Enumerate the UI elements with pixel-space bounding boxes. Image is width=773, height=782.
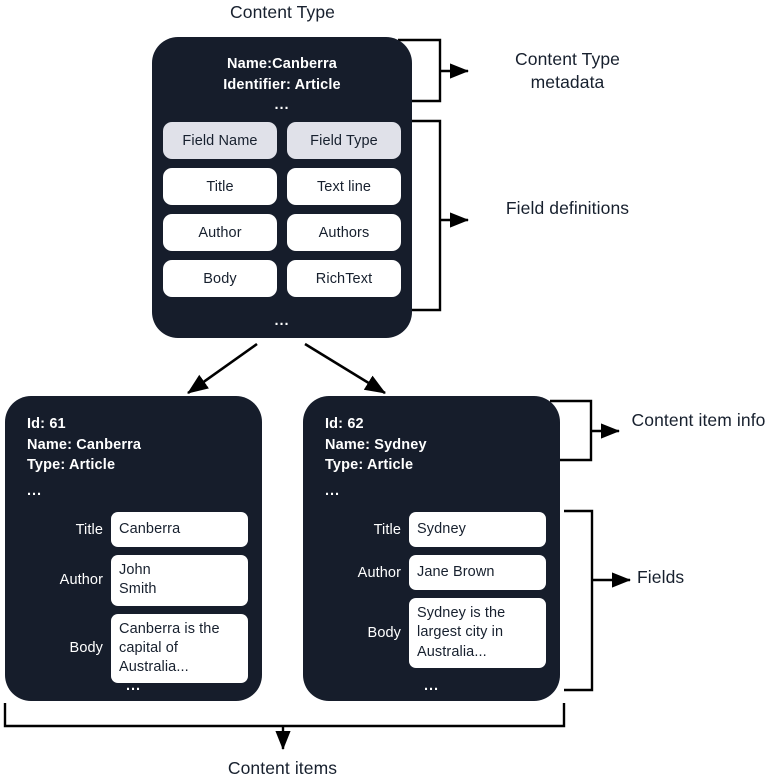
field-name-cell: Body bbox=[163, 260, 277, 297]
content-type-metadata-ellipsis: ... bbox=[274, 97, 290, 113]
content-item-info: Id: 62 Name: Sydney Type: Article bbox=[325, 414, 427, 476]
field-label: Author bbox=[357, 564, 401, 581]
content-item-card: Id: 62 Name: Sydney Type: Article ... Ti… bbox=[303, 396, 560, 701]
bracket-field-definitions bbox=[412, 119, 469, 312]
page-title-content-type: Content Type bbox=[230, 2, 335, 22]
field-type-cell: Authors bbox=[287, 214, 401, 251]
content-item-type: Type: Article bbox=[27, 457, 116, 474]
bracket-content-items bbox=[3, 703, 566, 750]
arrow-content-type-to-item-right bbox=[304, 342, 386, 395]
field-label: Title bbox=[373, 521, 401, 538]
content-item-name: Name: Canberra bbox=[27, 436, 142, 453]
content-item-id: Id: 61 bbox=[27, 416, 66, 432]
field-label: Body bbox=[69, 640, 103, 657]
field-row-title: Title Sydney bbox=[317, 512, 546, 547]
field-value: Sydney is the largest city in Australia.… bbox=[409, 598, 546, 668]
content-type-name: Name:Canberra bbox=[227, 56, 337, 72]
field-value: Sydney bbox=[409, 512, 546, 547]
field-row-body: Body Sydney is the largest city in Austr… bbox=[317, 598, 546, 668]
annotation-content-item-info: Content item info bbox=[631, 410, 766, 430]
field-label: Author bbox=[59, 572, 103, 589]
content-type-metadata: Name:Canberra Identifier: Article bbox=[152, 54, 412, 95]
content-item-fields-ellipsis: ... bbox=[125, 677, 142, 694]
field-label: Body bbox=[367, 624, 401, 641]
content-item-id: Id: 62 bbox=[325, 416, 364, 432]
content-item-fields: Title Sydney Author Jane Brown Body Sydn… bbox=[317, 512, 546, 668]
content-item-name: Name: Sydney bbox=[325, 436, 427, 453]
table-row: Author Authors bbox=[163, 214, 401, 251]
bracket-fields bbox=[564, 509, 631, 692]
column-header-field-name: Field Name bbox=[163, 122, 277, 159]
field-definitions-table: Field Name Field Type Title Text line Au… bbox=[163, 122, 401, 297]
field-row-body: Body Canberra is the capital of Australi… bbox=[19, 613, 248, 684]
field-value: Canberra is the capital of Australia... bbox=[111, 613, 248, 684]
content-item-info-ellipsis: ... bbox=[27, 483, 43, 499]
content-item-fields: Title Canberra Author John Smith Body Ca… bbox=[19, 512, 248, 684]
annotation-field-definitions: Field definitions bbox=[505, 198, 630, 218]
table-header-row: Field Name Field Type bbox=[163, 122, 401, 159]
field-definitions-ellipsis: ... bbox=[274, 312, 290, 329]
annotation-fields: Fields bbox=[637, 567, 685, 587]
content-type-identifier: Identifier: Article bbox=[223, 76, 341, 93]
table-row: Body RichText bbox=[163, 260, 401, 297]
field-value: John Smith bbox=[111, 555, 248, 606]
annotation-content-type-metadata: Content Type metadata bbox=[515, 49, 620, 93]
table-row: Title Text line bbox=[163, 168, 401, 205]
field-row-author: Author John Smith bbox=[19, 555, 248, 606]
field-type-cell: Text line bbox=[287, 168, 401, 205]
arrow-content-type-to-item-left bbox=[187, 342, 258, 395]
page-title-content-items: Content items bbox=[227, 758, 338, 778]
field-name-cell: Author bbox=[163, 214, 277, 251]
field-row-author: Author Jane Brown bbox=[317, 555, 546, 590]
field-type-cell: RichText bbox=[287, 260, 401, 297]
content-item-info: Id: 61 Name: Canberra Type: Article bbox=[27, 414, 141, 476]
field-label: Title bbox=[75, 521, 103, 538]
content-item-fields-ellipsis: ... bbox=[423, 677, 440, 694]
column-header-field-type: Field Type bbox=[287, 122, 401, 159]
bracket-content-item-info bbox=[550, 399, 620, 462]
content-item-type: Type: Article bbox=[325, 457, 414, 474]
content-item-info-ellipsis: ... bbox=[325, 483, 341, 499]
content-type-card: Name:Canberra Identifier: Article ... Fi… bbox=[152, 37, 412, 338]
field-name-cell: Title bbox=[163, 168, 277, 205]
content-item-card: Id: 61 Name: Canberra Type: Article ... … bbox=[5, 396, 262, 701]
field-row-title: Title Canberra bbox=[19, 512, 248, 547]
field-value: Jane Brown bbox=[409, 555, 546, 590]
field-value: Canberra bbox=[111, 512, 248, 547]
